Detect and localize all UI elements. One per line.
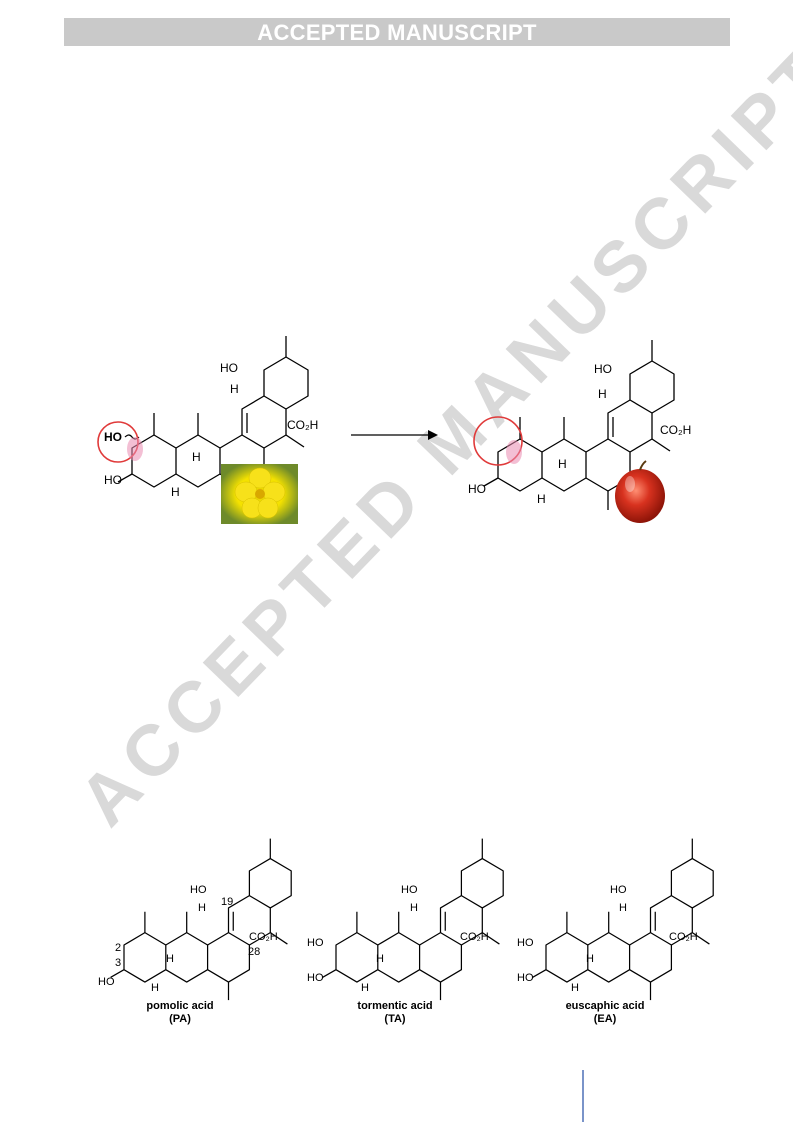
compound-abbreviation: (EA)	[593, 1013, 617, 1025]
label-h: H	[619, 902, 627, 914]
label-h: H	[410, 902, 418, 914]
highlight-blur	[506, 440, 522, 464]
label-ho: HO	[610, 884, 627, 896]
compound-caption-ta: tormentic acid (TA)	[340, 1000, 450, 1026]
label-ho: HO	[220, 361, 238, 375]
label-h: H	[198, 902, 206, 914]
compound-abbreviation: (PA)	[169, 1013, 191, 1025]
highlight-blur	[127, 437, 143, 461]
label-locant: 28	[248, 946, 260, 958]
label-ho: HO	[104, 473, 122, 487]
apple-photo	[615, 460, 665, 523]
label-ho: HO	[517, 972, 534, 984]
compound-caption-ea: euscaphic acid (EA)	[550, 1000, 660, 1026]
label-ho: HO	[190, 884, 207, 896]
compound-tormentic-acid: HO H CO₂H HO HO H H	[307, 837, 504, 1001]
label-co2h: CO₂H	[669, 931, 698, 943]
label-h: H	[376, 953, 384, 965]
label-ho: HO	[594, 362, 612, 376]
accepted-manuscript-banner: ACCEPTED MANUSCRIPT	[64, 18, 730, 46]
label-h: H	[537, 492, 546, 506]
left-structure: HO H CO₂H HO HO H H	[97, 335, 318, 507]
label-h: H	[166, 953, 174, 965]
compound-name: euscaphic acid	[565, 1000, 645, 1012]
label-ho: HO	[468, 482, 486, 496]
compound-abbreviation: (TA)	[384, 1013, 406, 1025]
label-h: H	[151, 982, 159, 994]
label-co2h: CO₂H	[287, 418, 318, 432]
compound-name: tormentic acid	[357, 1000, 433, 1012]
label-h: H	[192, 450, 201, 464]
compound-euscaphic-acid: HO H CO₂H HO HO H H	[517, 837, 714, 1001]
compound-name: pomolic acid	[146, 1000, 214, 1012]
label-co2h: CO₂H	[460, 931, 489, 943]
label-h: H	[361, 982, 369, 994]
label-h: H	[171, 485, 180, 499]
label-ho: HO	[98, 976, 115, 988]
label-h: H	[586, 953, 594, 965]
label-h: H	[571, 982, 579, 994]
right-structure: HO H CO₂H HO H H	[468, 339, 691, 511]
compound-pomolic-acid: HO 19 H CO₂H 28 2 3 HO H H	[98, 837, 292, 1001]
highlight-circle	[473, 416, 523, 466]
label-co2h: CO₂H	[249, 931, 278, 943]
label-locant: 2	[115, 942, 121, 954]
label-locant: 19	[221, 896, 233, 908]
label-ho: HO	[104, 430, 122, 444]
label-ho: HO	[307, 937, 324, 949]
label-h: H	[558, 457, 567, 471]
footer-rule	[582, 1070, 584, 1122]
label-ho: HO	[517, 937, 534, 949]
label-h: H	[230, 382, 239, 396]
reaction-arrow	[351, 430, 438, 440]
label-co2h: CO₂H	[660, 423, 691, 437]
compound-caption-pa: pomolic acid (PA)	[130, 1000, 230, 1026]
flower-photo	[221, 464, 298, 524]
label-h: H	[598, 387, 607, 401]
label-locant: 3	[115, 957, 121, 969]
label-ho: HO	[401, 884, 418, 896]
label-ho: HO	[307, 972, 324, 984]
